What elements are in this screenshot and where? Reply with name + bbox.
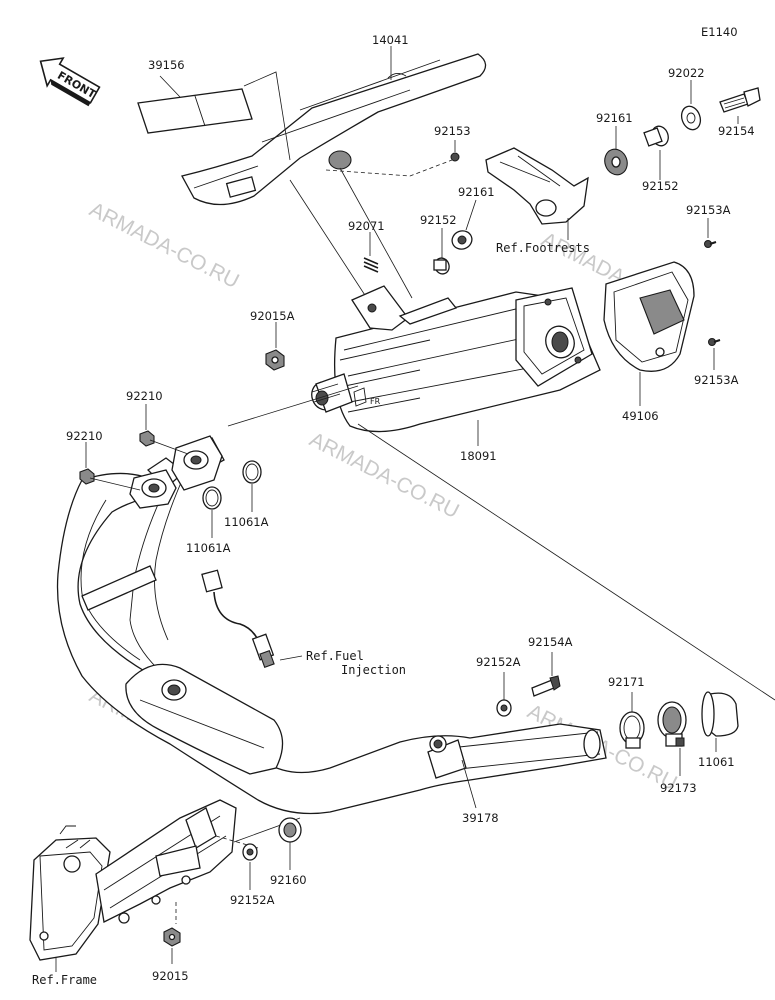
part-label-92153A-bottom: 92153A [694, 373, 739, 387]
oxygen-sensor [201, 569, 275, 668]
part-label-92152-mid: 92152 [420, 213, 457, 227]
muffler-end-cap [515, 287, 593, 387]
side-cover-14041 [181, 53, 487, 206]
grommet-92160 [278, 817, 302, 843]
part-label-92015: 92015 [152, 969, 189, 983]
footrest-bracket [485, 147, 589, 225]
part-label-11061: 11061 [698, 755, 735, 769]
frame-section [29, 799, 237, 961]
part-label-39178: 39178 [462, 811, 499, 825]
part-label-11061A-left: 11061A [186, 541, 231, 555]
ref-footrests: Ref.Footrests [496, 241, 590, 255]
ref-frame: Ref.Frame [32, 973, 97, 987]
part-label-92210-left: 92210 [66, 429, 103, 443]
ref-fuel-injection-line1: Ref.Fuel [306, 649, 364, 663]
part-label-11061A-right: 11061A [224, 515, 269, 529]
part-label-14041: 14041 [372, 33, 409, 47]
part-label-18091: 18091 [460, 449, 497, 463]
bolt-92154 [719, 87, 761, 113]
part-label-92160: 92160 [270, 873, 307, 887]
part-label-92171: 92171 [608, 675, 645, 689]
part-label-92015A: 92015A [250, 309, 295, 323]
sleeve-11061 [701, 691, 739, 737]
label-sticker-39156 [137, 88, 253, 134]
collar-92152-mid [433, 257, 450, 275]
watermark-text: ARMADA-CO.RU [86, 198, 243, 293]
spring-92071 [363, 257, 379, 273]
part-label-92173: 92173 [660, 781, 697, 795]
part-label-92152A-upper: 92152A [476, 655, 521, 669]
grommet-92161-mid [451, 230, 473, 250]
part-label-92022: 92022 [668, 66, 705, 80]
end-cover-49106 [603, 261, 695, 372]
exhaust-header-pipe-39178 [56, 435, 607, 815]
clamp-92171 [619, 711, 645, 749]
nut-92015 [163, 927, 181, 947]
part-label-92161-top: 92161 [596, 111, 633, 125]
collar-92152A-lower [242, 843, 258, 861]
diagram-code: E1140 [701, 25, 738, 39]
part-label-92161-mid: 92161 [458, 185, 495, 199]
part-label-92154A: 92154A [528, 635, 573, 649]
ref-fuel-injection-line2: Injection [341, 663, 406, 677]
part-label-92153: 92153 [434, 124, 471, 138]
part-label-92152A-lower: 92152A [230, 893, 275, 907]
watermark-text: ARMADA-CO.RU [306, 428, 463, 523]
screw-92153A-top [704, 240, 717, 248]
part-label-92210-upper: 92210 [126, 389, 163, 403]
collar-92152-top [643, 125, 669, 147]
part-label-39156: 39156 [148, 58, 185, 72]
nut-92015A [265, 349, 285, 371]
part-label-92152-top: 92152 [642, 179, 679, 193]
part-label-49106: 49106 [622, 409, 659, 423]
nut-92210-right [139, 430, 155, 447]
clamp-92173 [657, 701, 687, 747]
washer-92022 [680, 105, 702, 131]
part-label-92071: 92071 [348, 219, 385, 233]
grommet-92161-top [604, 148, 628, 176]
part-label-92153A-top: 92153A [686, 203, 731, 217]
part-label-92154: 92154 [718, 124, 755, 138]
front-direction-arrow: FRONT [39, 57, 101, 107]
screw-92153A-bottom [708, 338, 721, 346]
nut-92210-left [79, 468, 95, 485]
gasket-11061A-lower [202, 486, 222, 510]
gasket-11061A-upper [242, 460, 262, 484]
part-number-labels: 39156 14041 92022 92154 92153 92161 9215… [32, 33, 755, 987]
collar-92152A-upper [496, 699, 512, 717]
bolt-92154A [531, 675, 561, 697]
svg-text:FR: FR [370, 397, 381, 406]
